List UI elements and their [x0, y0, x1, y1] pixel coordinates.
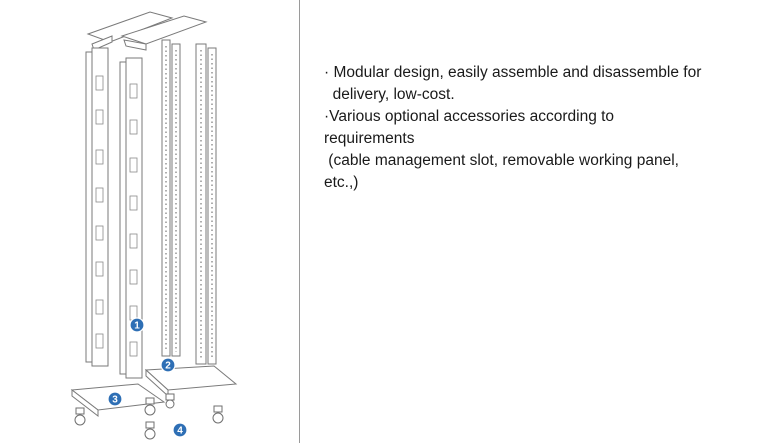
feature-line: etc.,) [324, 174, 359, 191]
top-rail-right [120, 15, 208, 45]
top-rail-right-end [123, 39, 147, 51]
upright-back-right [161, 39, 171, 357]
svg-text:1: 1 [134, 321, 140, 332]
rack-exploded-drawing: 1 2 3 4 [70, 11, 238, 440]
feature-line: (cable management slot, removable workin… [324, 152, 679, 169]
upright-front-right-inner [207, 47, 217, 365]
upright-back-left [91, 47, 109, 367]
feature-line: · Modular design, easily assemble and di… [324, 64, 702, 81]
upright-back-left-flange [85, 51, 93, 363]
callout-2: 2 [160, 357, 176, 373]
feature-line: delivery, low-cost. [324, 86, 455, 103]
upright-front-left-flange [119, 61, 127, 375]
svg-text:4: 4 [177, 426, 183, 437]
callout-3: 3 [107, 391, 123, 407]
feature-line: ·Various optional accessories according … [324, 108, 615, 125]
feature-list: · Modular design, easily assemble and di… [324, 62, 754, 194]
callout-4: 4 [172, 422, 188, 438]
feature-line: requirements [324, 130, 415, 147]
rack-exploded-figure: 1 2 3 4 [0, 0, 300, 443]
base-rail-left-end [71, 388, 99, 418]
callout-1: 1 [129, 317, 145, 333]
svg-text:2: 2 [165, 361, 171, 372]
svg-text:3: 3 [112, 395, 118, 406]
